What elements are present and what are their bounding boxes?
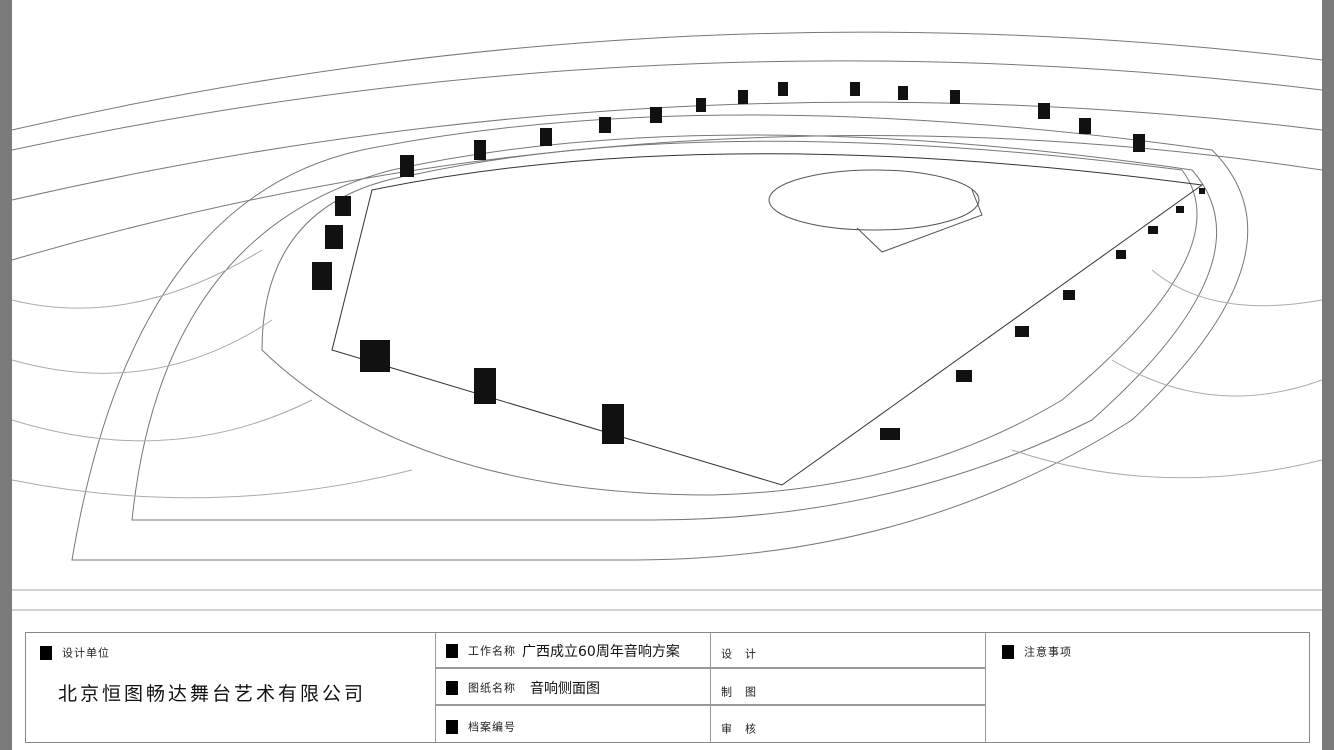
marker-square-icon — [446, 719, 458, 734]
marker-square-icon — [40, 645, 52, 660]
notes-label: 注意事项 — [1024, 645, 1072, 659]
draft-cell: 制 图 — [711, 669, 986, 706]
design-unit-label: 设计单位 — [62, 646, 110, 660]
field-edge — [261, 140, 1198, 496]
project-label: 工作名称 — [468, 644, 516, 658]
lower-bowl-outline — [71, 114, 1249, 561]
drawing-name-label: 图纸名称 — [468, 681, 516, 695]
drawing-name-cell: 图纸名称音响侧面图 — [436, 669, 711, 706]
upper-tier-edge — [12, 31, 1322, 131]
stadium-rendering — [12, 31, 1322, 611]
title-block: 设计单位 北京恒图畅达舞台艺术有限公司 工作名称广西成立60周年音响方案 图纸名… — [25, 632, 1310, 743]
review-label: 审 核 — [721, 722, 757, 736]
design-label: 设 计 — [721, 647, 757, 661]
design-cell: 设 计 — [711, 633, 986, 669]
marker-square-icon — [446, 643, 458, 658]
design-unit-cell: 设计单位 北京恒图畅达舞台艺术有限公司 — [26, 633, 436, 742]
marker-square-icon — [1002, 644, 1014, 659]
stage — [768, 169, 980, 231]
project-cell: 工作名称广西成立60周年音响方案 — [436, 633, 711, 669]
field-lines — [331, 153, 1204, 486]
speakers — [312, 82, 1205, 444]
archive-cell: 档案编号 — [436, 706, 711, 742]
notes-cell: 注意事项 — [986, 633, 1309, 742]
draft-label: 制 图 — [721, 685, 757, 699]
archive-label: 档案编号 — [468, 720, 516, 734]
drawing-name-value: 音响侧面图 — [530, 680, 600, 697]
marker-square-icon — [446, 680, 458, 695]
review-cell: 审 核 — [711, 706, 986, 742]
company-name: 北京恒图畅达舞台艺术有限公司 — [58, 683, 367, 705]
drawing-sheet: 设计单位 北京恒图畅达舞台艺术有限公司 工作名称广西成立60周年音响方案 图纸名… — [12, 0, 1322, 750]
project-value: 广西成立60周年音响方案 — [522, 643, 680, 660]
